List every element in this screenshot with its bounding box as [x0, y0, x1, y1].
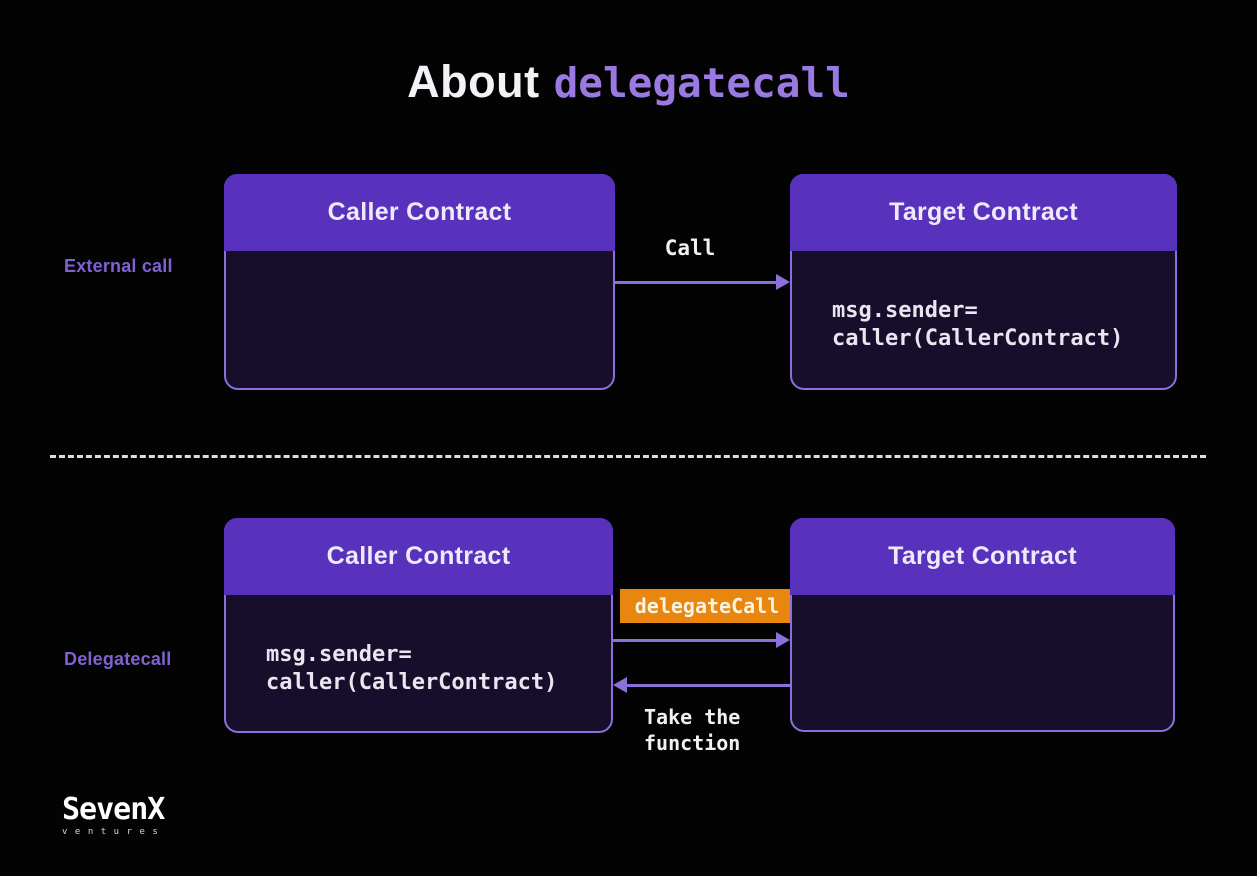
external-target-contract-box: Target Contract msg.sender= caller(Calle… — [790, 174, 1177, 390]
delegate-target-contract-box: Target Contract — [790, 518, 1175, 732]
take-function-arrowhead-icon — [613, 677, 627, 693]
external-caller-contract-body — [226, 251, 613, 297]
call-arrow — [615, 274, 790, 290]
take-function-arrow — [613, 677, 790, 693]
external-target-contract-header: Target Contract — [790, 174, 1177, 251]
sevenx-logo: SevenX ventures — [62, 792, 166, 838]
delegate-target-contract-header: Target Contract — [790, 518, 1175, 595]
dashed-divider — [50, 455, 1206, 458]
delegatecall-label: Delegatecall — [64, 649, 172, 669]
delegate-caller-contract-body: msg.sender= caller(CallerContract) — [266, 642, 558, 695]
sevenx-logo-subtitle: ventures — [62, 827, 166, 837]
call-arrow-label: Call — [664, 236, 716, 260]
delegatecall-badge: delegateCall — [620, 589, 794, 623]
external-caller-contract-box: Caller Contract — [224, 174, 615, 390]
delegatecall-arrowhead-icon — [776, 632, 790, 648]
delegate-target-contract-body — [792, 595, 1173, 641]
delegatecall-arrow — [613, 632, 790, 648]
delegate-caller-contract-header: Caller Contract — [224, 518, 613, 595]
delegate-caller-contract-box: Caller Contract msg.sender= caller(Calle… — [224, 518, 613, 733]
page-title: About delegatecall — [0, 56, 1257, 108]
external-caller-contract-header: Caller Contract — [224, 174, 615, 251]
sevenx-logo-name: SevenX — [62, 792, 165, 827]
external-target-contract-body: msg.sender= caller(CallerContract) — [832, 298, 1124, 351]
take-function-label: Take the function — [644, 705, 741, 755]
external-call-label: External call — [64, 256, 173, 276]
call-arrowhead-icon — [776, 274, 790, 290]
title-prefix: About — [407, 56, 540, 107]
title-keyword: delegatecall — [553, 59, 850, 107]
